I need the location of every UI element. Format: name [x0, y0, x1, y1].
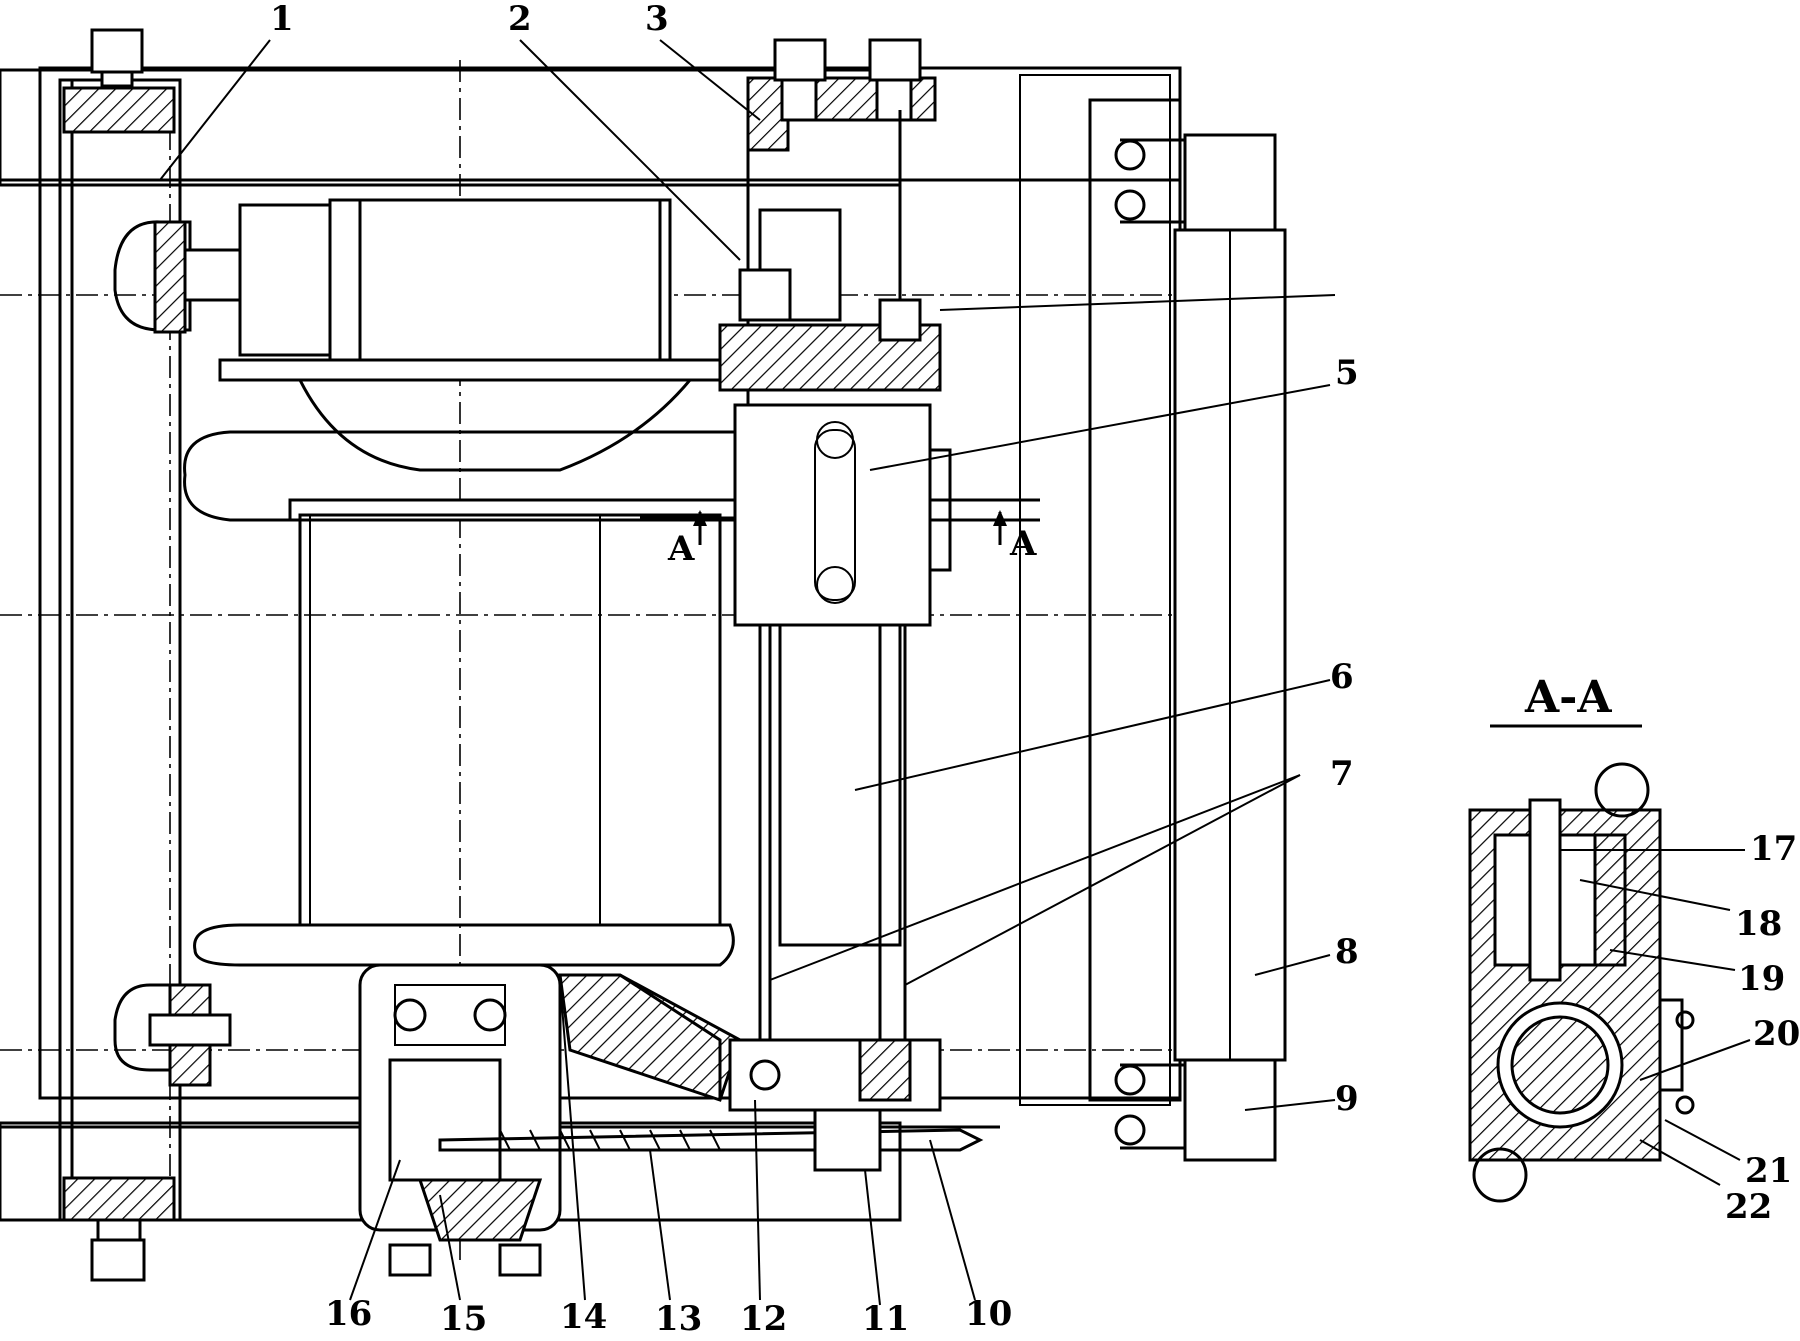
callout-3: 3: [645, 0, 669, 39]
callout-15: 15: [440, 1299, 487, 1339]
callout-13: 13: [655, 1299, 702, 1339]
callout-7: 7: [1330, 754, 1354, 794]
callout-10: 10: [965, 1294, 1012, 1334]
section-title: A-A: [1524, 672, 1612, 723]
electric-motor: [218, 198, 732, 472]
bottom-left-bolt: [62, 1176, 176, 1282]
callout-6: 6: [1330, 657, 1354, 697]
nut-block: [728, 1038, 942, 1172]
callout-labels: 1 2 3 5 6 7 8 9 10 11 12 13 14 15 16 17 …: [270, 0, 1800, 1339]
callout-19: 19: [1738, 959, 1785, 999]
callout-5: 5: [1335, 353, 1359, 393]
right-rail: [1114, 133, 1287, 1162]
callout-18: 18: [1735, 904, 1782, 944]
callout-1: 1: [270, 0, 294, 39]
cut-marker-left: A: [667, 529, 695, 569]
callout-21: 21: [1745, 1151, 1792, 1191]
callout-16: 16: [325, 1294, 372, 1334]
cut-marker-right: A: [1009, 524, 1037, 564]
guide-shaft: [758, 623, 907, 1100]
lower-left-coupling: [113, 983, 232, 1087]
callout-12: 12: [740, 1299, 787, 1339]
cut-plane-arrows: [693, 510, 1007, 545]
gearbox: [718, 208, 942, 392]
callout-22: 22: [1725, 1187, 1772, 1227]
callout-9: 9: [1335, 1079, 1359, 1119]
callout-11: 11: [862, 1299, 909, 1339]
callout-2: 2: [508, 0, 532, 39]
callout-8: 8: [1335, 932, 1359, 972]
left-coupling: [113, 220, 242, 334]
callout-14: 14: [560, 1297, 607, 1337]
top-left-bolt: [62, 28, 176, 134]
callout-20: 20: [1753, 1014, 1800, 1054]
lower-arm: [558, 973, 742, 1102]
callout-17: 17: [1750, 829, 1797, 869]
rope-drum: [183, 430, 742, 967]
leader-lines: [159, 39, 1751, 1306]
lower-bearing-housing: [358, 963, 562, 1277]
section-a-a: [1468, 724, 1695, 1203]
